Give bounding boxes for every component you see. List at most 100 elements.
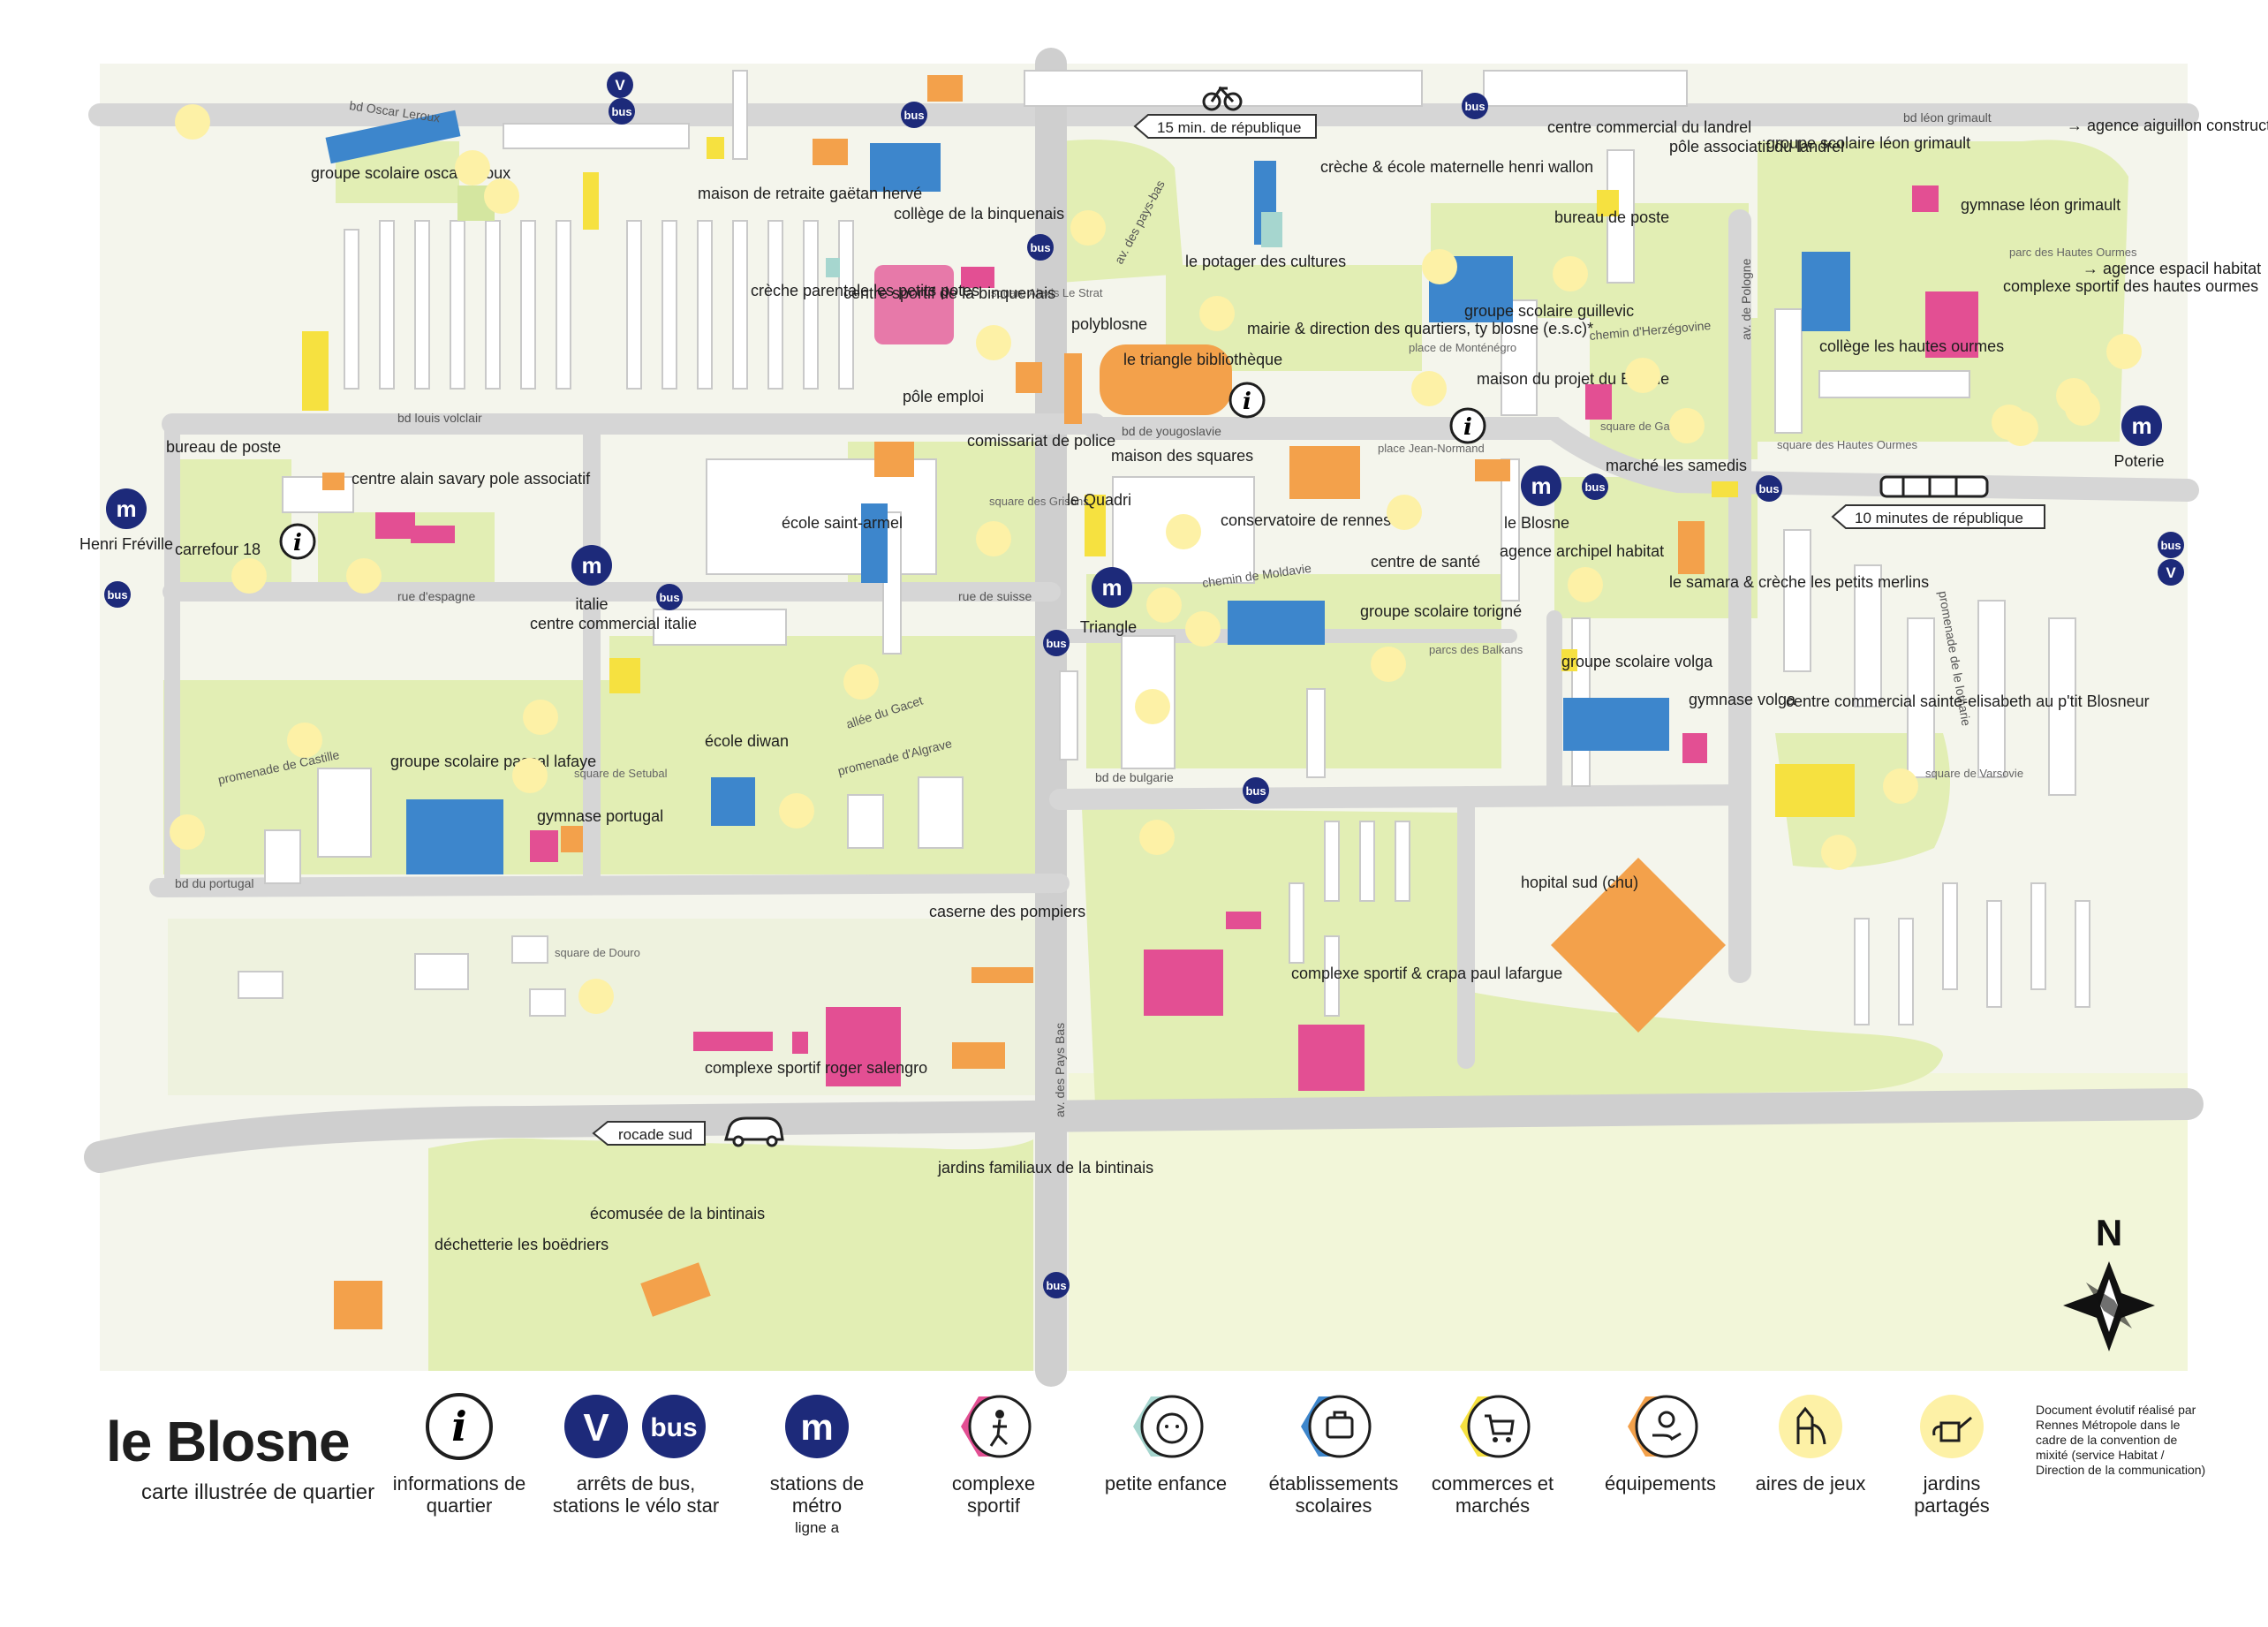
place-label: centre commercial sainte-elisabeth au p'… xyxy=(1786,692,2150,710)
svg-text:i: i xyxy=(293,530,302,556)
bus-stop-icon: bus xyxy=(1027,234,1054,261)
route-tag-rocade-label: rocade sud xyxy=(618,1126,692,1143)
metro-station-italie: m italie xyxy=(571,545,612,613)
place-label: caserne des pompiers xyxy=(929,903,1085,920)
car-icon xyxy=(724,1116,784,1147)
svg-text:bus: bus xyxy=(903,109,924,122)
svg-text:m: m xyxy=(581,552,601,579)
place-label: centre de santé xyxy=(1371,553,1480,571)
info-icon: i xyxy=(279,523,316,560)
svg-text:m: m xyxy=(116,496,136,522)
route-tag-10: 10 minutes de république xyxy=(1831,504,2045,529)
bus-stops: bus bus bus bus bus bus bus bus bus bus … xyxy=(104,72,2184,1298)
place-label: école diwan xyxy=(705,732,789,750)
place-label: gymnase portugal xyxy=(537,807,663,825)
svg-text:bus: bus xyxy=(1046,1279,1066,1292)
info-markers: i i i xyxy=(279,382,1486,560)
place-label: marché les samedis xyxy=(1606,457,1747,474)
svg-text:V: V xyxy=(2166,564,2176,581)
place-label: → agence aiguillon construction xyxy=(2067,117,2268,134)
square-label: square de Varsovie xyxy=(1925,767,2023,780)
square-label: square de Galicie xyxy=(1600,420,1690,433)
legend-metro-label: stations de métro xyxy=(769,1472,865,1517)
place-label: centre commercial italie xyxy=(530,615,697,632)
watering-can-icon xyxy=(1920,1395,1984,1458)
place-label: bureau de poste xyxy=(1554,208,1669,226)
place-label: gymnase léon grimault xyxy=(1961,196,2121,214)
square-label: place de Monténégro xyxy=(1409,341,1516,354)
route-tag-15-label: 15 min. de république xyxy=(1157,119,1302,136)
place-label: mairie & direction des quartiers, ty blo… xyxy=(1247,320,1593,337)
place-label: le Quadri xyxy=(1067,491,1131,509)
place-label: écomusée de la bintinais xyxy=(590,1205,765,1222)
place-label: collège de la binquenais xyxy=(894,205,1064,223)
place-label: jardins familiaux de la bintinais xyxy=(937,1159,1153,1177)
playground-markers xyxy=(170,104,2142,1014)
street-label: av. des Pays Bas xyxy=(1053,1023,1067,1117)
legend-jeux-label: aires de jeux xyxy=(1755,1472,1866,1495)
metro-station-triangle: m Triangle xyxy=(1080,567,1137,636)
place-label: bureau de poste xyxy=(166,438,281,456)
svg-text:bus: bus xyxy=(1030,241,1050,254)
place-label: gymnase volga xyxy=(1689,691,1796,708)
place-label: école saint-armel xyxy=(782,514,903,532)
svg-text:bus: bus xyxy=(1464,100,1485,113)
place-label: centre sportif de la binquenais xyxy=(843,284,1055,302)
document-note: Document évolutif réalisé par Rennes Mét… xyxy=(2036,1403,2206,1477)
metro-label: Poterie xyxy=(2113,452,2164,470)
legend-equip-label: équipements xyxy=(1605,1472,1716,1495)
place-label: → agence espacil habitat xyxy=(2083,260,2261,277)
roads xyxy=(84,48,2204,1387)
square-label: square de Setubal xyxy=(574,767,668,780)
info-icon: i xyxy=(1449,407,1486,444)
bus-stop-icon: bus xyxy=(656,584,683,610)
place-label: le triangle bibliothèque xyxy=(1123,351,1282,368)
street-label: rue de suisse xyxy=(958,589,1032,603)
place-label: complexe sportif & crapa paul lafargue xyxy=(1291,965,1562,982)
place-label: maison de retraite gaëtan hervé xyxy=(698,185,922,202)
metro-station-le-blosne: m le Blosne xyxy=(1504,465,1569,532)
place-label: pôle emploi xyxy=(903,388,984,405)
gear-hand-icon xyxy=(1628,1395,1698,1458)
square-label: square des Grisons xyxy=(989,495,1089,508)
svg-text:bus: bus xyxy=(611,105,631,118)
place-label: complexe sportif roger salengro xyxy=(705,1059,927,1077)
legend-commerce-label: commerces et marchés xyxy=(1431,1472,1554,1517)
legend-metro-sub: ligne a xyxy=(794,1519,840,1536)
playground-icon xyxy=(1779,1395,1842,1458)
svg-text:m: m xyxy=(1531,473,1551,499)
bus-stop-icon: bus xyxy=(1043,1272,1070,1298)
street-label: bd léon grimault xyxy=(1903,110,1992,125)
svg-text:bus: bus xyxy=(1584,481,1605,494)
bus-stop-icon: bus xyxy=(104,581,131,608)
svg-text:m: m xyxy=(2131,412,2151,439)
metro-label: Henri Fréville xyxy=(79,535,173,553)
place-label: maison du projet du Blosne xyxy=(1477,370,1669,388)
square-label: square Alexis Le Strat xyxy=(991,286,1103,299)
metro-label: italie xyxy=(575,595,608,613)
place-label: agence archipel habitat xyxy=(1500,542,1664,560)
legend-equip: équipements xyxy=(1590,1391,1731,1495)
svg-text:bus: bus xyxy=(659,591,679,604)
place-label: groupe scolaire léon grimault xyxy=(1766,134,1970,152)
svg-text:bus: bus xyxy=(1758,482,1779,496)
square-label: parc des Hautes Ourmes xyxy=(2009,246,2137,259)
place-label: le potager des cultures xyxy=(1185,253,1346,270)
info-icon: i xyxy=(1228,382,1266,419)
garden-markers xyxy=(231,150,2100,735)
legend-enfance: petite enfance xyxy=(1095,1391,1236,1495)
svg-text:i: i xyxy=(1463,414,1472,441)
compass-rose: N xyxy=(2063,1212,2155,1351)
place-label: groupe scolaire torigné xyxy=(1360,602,1522,620)
square-label: square de Douro xyxy=(555,946,640,959)
legend-info-label: informations de quartier xyxy=(392,1472,526,1517)
square-label: place Jean-Normand xyxy=(1378,442,1485,455)
square-label: square des Hautes Ourmes xyxy=(1777,438,1917,451)
baby-icon xyxy=(1133,1395,1204,1458)
map-subtitle: carte illustrée de quartier xyxy=(141,1480,375,1504)
place-label: collège les hautes ourmes xyxy=(1819,337,2004,355)
bus-stop-icon: bus xyxy=(1462,93,1488,119)
